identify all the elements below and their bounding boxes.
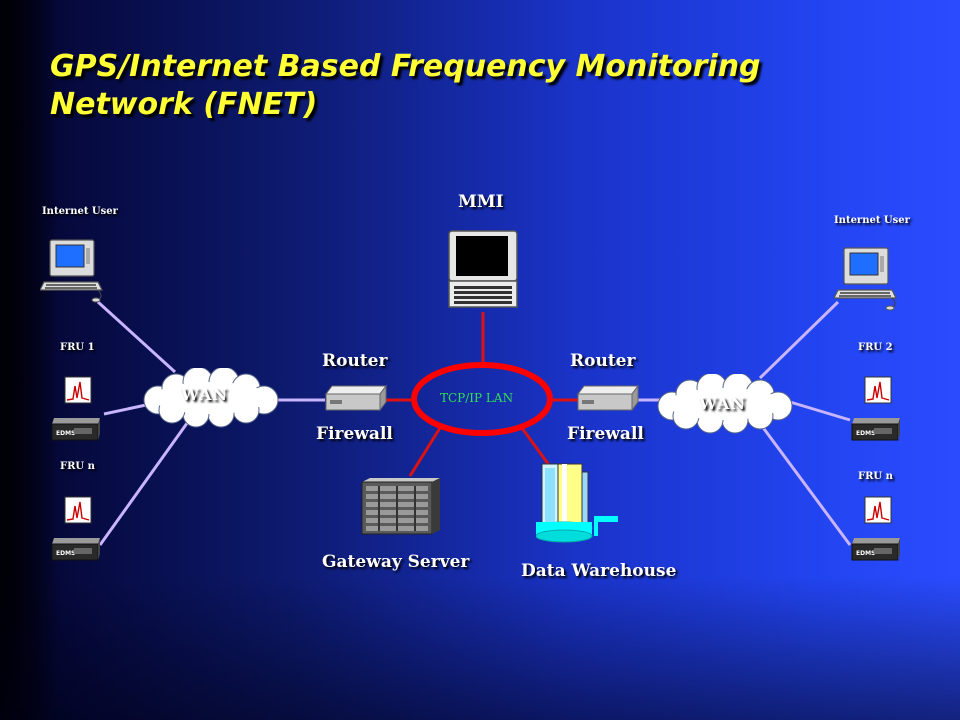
internet-user-left-label: Internet User: [42, 206, 118, 217]
slide-title: GPS/Internet Based Frequency Monitoring …: [50, 49, 761, 122]
fru-device-icon: EDMS: [851, 418, 900, 441]
frequency-plot-icon: [864, 376, 892, 404]
data-warehouse-label: Data Warehouse: [521, 561, 677, 581]
device-label: EDMS: [856, 550, 875, 557]
link-frun-left-wan: [98, 411, 197, 546]
device-label: EDMS: [856, 430, 875, 437]
wan-left-label: WAN: [181, 385, 228, 404]
frequency-plot-icon: [864, 496, 892, 524]
link-frun-right-wan: [754, 417, 852, 546]
router-icon: [577, 384, 639, 412]
fru-device-icon: EDMS: [51, 418, 100, 441]
fru-n-left-label: FRU n: [60, 461, 95, 472]
frequency-plot-icon: [64, 496, 92, 524]
wan-right-label: WAN: [699, 394, 746, 413]
firewall-right-label: Firewall: [567, 424, 644, 444]
cloud-icon: [143, 368, 279, 428]
device-label: EDMS: [56, 550, 75, 557]
link-internet-user-left-wan: [96, 300, 177, 374]
fru-device-icon: EDMS: [851, 538, 900, 561]
computer-icon: [834, 247, 897, 311]
fru-device-icon: EDMS: [51, 538, 100, 561]
lan-ring: [411, 362, 553, 436]
firewall-left-label: Firewall: [316, 424, 393, 444]
gateway-server-label: Gateway Server: [322, 552, 470, 572]
fru-n-right-label: FRU n: [858, 471, 893, 482]
frequency-plot-icon: [64, 376, 92, 404]
server-rack-icon: [361, 478, 440, 535]
device-label: EDMS: [56, 430, 75, 437]
mmi-label: MMI: [458, 192, 504, 212]
link-lan-gateway: [408, 427, 442, 477]
cloud-icon: [657, 374, 793, 434]
monitor-icon: [448, 230, 518, 308]
link-internet-user-right-wan: [758, 300, 840, 380]
database-icon: [536, 463, 618, 543]
fru-2-label: FRU 2: [858, 342, 893, 353]
link-fru2-wan: [789, 400, 851, 422]
router-icon: [325, 384, 387, 412]
fru-1-label: FRU 1: [60, 342, 95, 353]
router-right-label: Router: [570, 351, 636, 371]
router-left-label: Router: [322, 351, 388, 371]
lan-label: TCP/IP LAN: [440, 391, 514, 405]
computer-icon: [40, 239, 103, 303]
internet-user-right-label: Internet User: [834, 215, 910, 226]
